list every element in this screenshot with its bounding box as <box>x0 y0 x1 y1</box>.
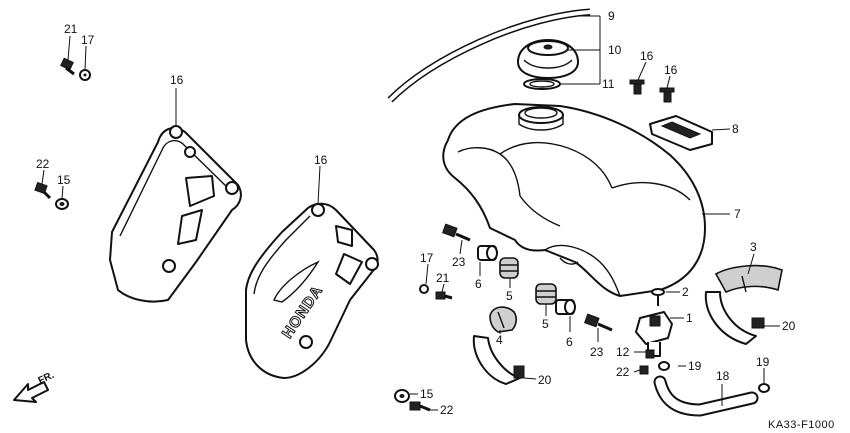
shroud-left <box>109 125 242 303</box>
rubber-pad-4 <box>489 306 517 333</box>
callout-20-left: 20 <box>538 373 552 387</box>
callout-18: 18 <box>716 369 730 383</box>
rubber-grommet-5-b <box>535 283 557 305</box>
rubber-band-20-left <box>472 335 525 385</box>
diagram-code: KA33-F1000 <box>768 419 835 431</box>
callout-1: 1 <box>686 311 693 325</box>
callout-7: 7 <box>734 207 741 221</box>
callout-16-first-visible: 16 <box>640 49 654 63</box>
rubber-grommet-5-a <box>499 257 519 279</box>
callout-21-top: 21 <box>64 22 78 36</box>
cap-seal <box>523 78 561 90</box>
callout-11: 11 <box>602 77 615 91</box>
callout-labels: 21 17 16 22 15 16 9 10 11 <box>36 9 796 417</box>
callout-16-second-visible: 16 <box>664 63 678 77</box>
bolt-23-b <box>584 313 613 332</box>
callout-5-a: 5 <box>506 289 513 303</box>
tank-bracket <box>649 115 713 151</box>
callout-5-b: 5 <box>542 317 549 331</box>
callout-22-valve: 22 <box>616 365 630 379</box>
callout-20-right: 20 <box>782 319 796 333</box>
callout-17-lower: 17 <box>420 251 434 265</box>
screw-16-a <box>629 79 645 95</box>
callout-17-top: 17 <box>81 33 95 47</box>
callout-22-left: 22 <box>36 157 50 171</box>
front-direction-arrow: FR. <box>13 370 56 403</box>
bolt-12 <box>645 349 655 359</box>
callout-2: 2 <box>682 285 689 299</box>
grommet-15-left <box>55 198 69 210</box>
bolt-23-a <box>442 223 471 242</box>
clip-19-tube <box>758 383 770 393</box>
callout-21-lower: 21 <box>436 271 450 285</box>
callout-4: 4 <box>496 333 503 347</box>
callout-15-lower: 15 <box>420 387 434 401</box>
collar-6-a <box>477 245 498 261</box>
fuel-valve <box>635 311 673 357</box>
callout-6-b: 6 <box>566 335 573 349</box>
callout-19-tube: 19 <box>756 355 770 369</box>
callout-10: 10 <box>608 43 622 57</box>
bolt-21-top <box>60 57 75 76</box>
callout-23-a: 23 <box>452 255 466 269</box>
shroud-right: HONDA <box>245 202 379 379</box>
callout-12: 12 <box>616 345 630 359</box>
leader-lines <box>41 15 780 411</box>
fuel-tank <box>442 103 706 297</box>
callout-15-left: 15 <box>57 173 71 187</box>
callout-3: 3 <box>750 240 757 254</box>
callout-22-lower: 22 <box>440 403 454 417</box>
callout-13: 16 <box>170 73 184 87</box>
callout-23-b: 23 <box>590 345 604 359</box>
callout-14: 16 <box>314 153 328 167</box>
washer-2 <box>651 288 665 306</box>
washer-17-lower <box>419 284 429 294</box>
grommet-15-lower <box>394 389 410 403</box>
rubber-band-20-right <box>704 291 765 345</box>
direction-label: FR. <box>37 370 56 387</box>
callout-9: 9 <box>608 9 615 23</box>
screw-16-b <box>659 87 675 103</box>
bolt-21-lower <box>435 291 453 300</box>
rubber-pad-3 <box>714 264 783 294</box>
bolt-22-lower <box>409 401 431 412</box>
clip-19-valve <box>658 361 670 371</box>
callout-6-a: 6 <box>475 277 482 291</box>
collar-6-b <box>555 299 576 315</box>
callout-19-valve: 19 <box>688 359 702 373</box>
callout-8: 8 <box>732 122 739 136</box>
screw-22-valve <box>639 365 649 375</box>
fuel-cap <box>517 39 579 79</box>
bolt-22-left <box>34 181 52 200</box>
